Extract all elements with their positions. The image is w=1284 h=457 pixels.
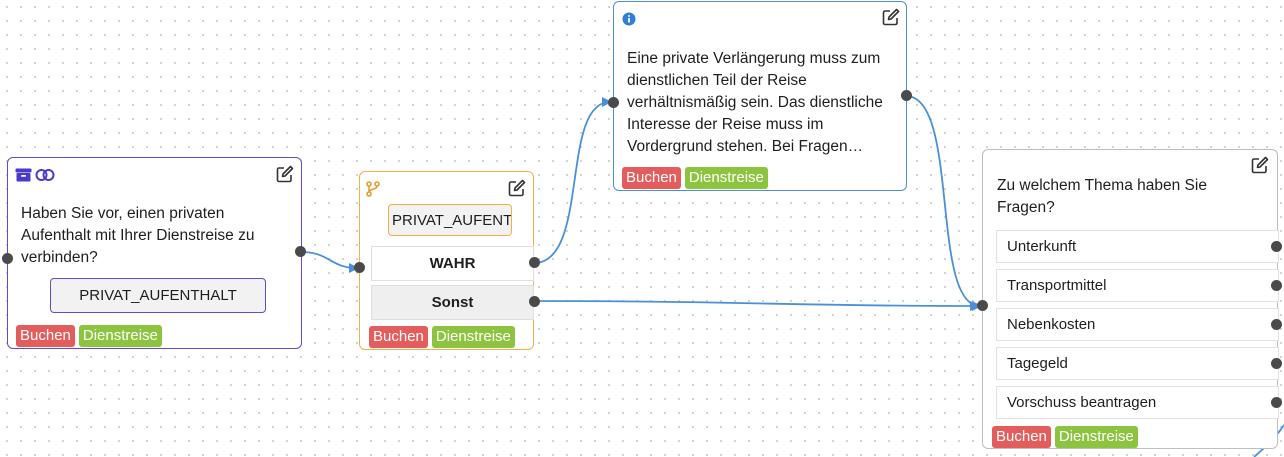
tag-dienstreise: Dienstreise — [1054, 426, 1138, 448]
option-nebenkosten[interactable]: Nebenkosten — [996, 308, 1279, 341]
topic-text: Zu welchem Thema haben Sie Fragen? — [997, 177, 1207, 216]
condition-input-handle[interactable] — [354, 262, 365, 273]
edge-sonst-to-topic — [533, 300, 980, 311]
info-icon — [622, 12, 636, 26]
option-transportmittel-handle[interactable] — [1271, 280, 1282, 291]
info-text: Eine private Verlängerung muss zum diens… — [627, 50, 883, 155]
branch-icon — [366, 181, 380, 197]
archive-icon — [15, 168, 32, 182]
tag-buchen: Buchen — [622, 167, 681, 189]
info-node[interactable]: Eine private Verlängerung muss zum diens… — [613, 1, 907, 191]
tag-dienstreise: Dienstreise — [78, 325, 162, 347]
option-vorschuss-beantragen[interactable]: Vorschuss beantragen — [996, 386, 1279, 419]
condition-node[interactable]: PRIVAT_AUFENT WAHR Sonst Buchen Dienstre… — [359, 171, 534, 350]
branch-sonst-handle[interactable] — [529, 296, 540, 307]
option-unterkunft[interactable]: Unterkunft — [996, 230, 1279, 263]
branch-wahr-handle[interactable] — [529, 257, 540, 268]
question-text: Haben Sie vor, einen privaten Aufenthalt… — [21, 205, 255, 266]
toggle-icon — [35, 169, 55, 181]
question-output-handle[interactable] — [295, 246, 306, 257]
tag-dienstreise: Dienstreise — [431, 326, 515, 348]
option-unterkunft-handle[interactable] — [1271, 241, 1282, 252]
edit-icon[interactable] — [508, 179, 526, 197]
option-nebenkosten-handle[interactable] — [1271, 319, 1282, 330]
info-output-handle[interactable] — [901, 90, 912, 101]
edit-icon[interactable] — [882, 8, 900, 26]
branch-wahr[interactable]: WAHR — [371, 246, 534, 281]
edit-icon[interactable] — [276, 165, 294, 183]
edit-icon[interactable] — [1251, 156, 1269, 174]
condition-variable-field[interactable]: PRIVAT_AUFENT — [388, 204, 512, 236]
topic-input-handle[interactable] — [977, 300, 988, 311]
question-node[interactable]: Haben Sie vor, einen privaten Aufenthalt… — [7, 157, 302, 349]
condition-tags: Buchen Dienstreise — [369, 326, 515, 348]
edge-info-to-topic — [905, 95, 982, 311]
option-tagegeld[interactable]: Tagegeld — [996, 347, 1279, 380]
info-text-viewport: Eine private Verlängerung muss zum diens… — [627, 48, 895, 160]
edge-wahr-to-info — [533, 97, 612, 264]
question-variable-field[interactable]: PRIVAT_AUFENTHALT — [50, 278, 266, 313]
tag-buchen: Buchen — [992, 426, 1051, 448]
question-input-handle[interactable] — [2, 253, 13, 264]
branch-sonst[interactable]: Sonst — [371, 285, 534, 320]
tag-buchen: Buchen — [16, 325, 75, 347]
topic-node[interactable]: Zu welchem Thema haben Sie Fragen? Unter… — [982, 149, 1279, 449]
edge-question-to-condition — [300, 251, 359, 273]
info-tags: Buchen Dienstreise — [622, 167, 768, 189]
info-input-handle[interactable] — [608, 97, 619, 108]
tag-dienstreise: Dienstreise — [684, 167, 768, 189]
tag-buchen: Buchen — [369, 326, 428, 348]
question-tags: Buchen Dienstreise — [16, 325, 162, 347]
option-tagegeld-handle[interactable] — [1271, 358, 1282, 369]
option-transportmittel[interactable]: Transportmittel — [996, 269, 1279, 302]
option-vorschuss-handle[interactable] — [1271, 397, 1282, 408]
topic-tags: Buchen Dienstreise — [992, 426, 1138, 448]
